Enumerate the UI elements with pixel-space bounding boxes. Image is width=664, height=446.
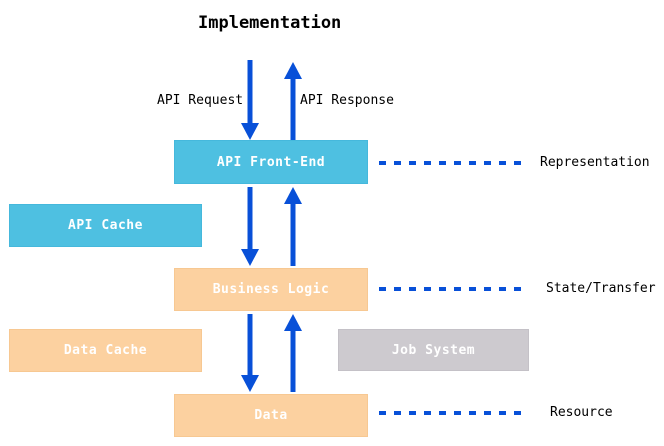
api-request-arrow bbox=[241, 60, 259, 140]
resource-label: Resource bbox=[550, 405, 613, 420]
front-end-to-logic-arrow bbox=[241, 187, 259, 266]
data-box-label: Data bbox=[254, 408, 288, 423]
business-logic-box: Business Logic bbox=[174, 268, 368, 311]
state-transfer-label: State/Transfer bbox=[546, 281, 656, 296]
job-system-box-label: Job System bbox=[391, 342, 476, 358]
resource-dashed-line bbox=[379, 411, 524, 415]
arrow-head bbox=[284, 187, 302, 204]
api-cache-box-label: API Cache bbox=[68, 218, 143, 233]
diagram-title: Implementation bbox=[198, 13, 342, 33]
data-cache-box-label: Data Cache bbox=[63, 343, 148, 358]
arrow-head bbox=[241, 375, 259, 392]
api-response-arrow bbox=[284, 62, 302, 140]
api-request-label: API Request bbox=[157, 93, 244, 108]
arrow-head bbox=[284, 62, 302, 79]
job-system-box: Job System bbox=[338, 329, 529, 371]
business-logic-box-label: Business Logic bbox=[212, 282, 330, 297]
data-to-logic-arrow bbox=[284, 314, 302, 392]
arrow-shaft bbox=[290, 328, 296, 392]
arrow-shaft bbox=[247, 187, 253, 252]
api-front-end-box: API Front-End bbox=[174, 140, 368, 184]
arrow-shaft bbox=[290, 201, 296, 266]
representation-label: Representation bbox=[540, 155, 650, 170]
arrow-head bbox=[241, 249, 259, 266]
arrow-head bbox=[241, 123, 259, 140]
arrow-shaft bbox=[247, 314, 253, 378]
api-response-label: API Response bbox=[300, 93, 394, 108]
arrow-shaft bbox=[290, 76, 296, 140]
arrow-head bbox=[284, 314, 302, 331]
arrow-shaft bbox=[247, 60, 253, 126]
logic-to-data-arrow bbox=[241, 314, 259, 392]
data-box: Data bbox=[174, 394, 368, 437]
data-cache-box: Data Cache bbox=[9, 329, 202, 372]
representation-dashed-line bbox=[379, 161, 524, 165]
api-cache-box: API Cache bbox=[9, 204, 202, 247]
api-front-end-box-label: API Front-End bbox=[216, 154, 326, 170]
logic-to-front-end-arrow bbox=[284, 187, 302, 266]
state-transfer-dashed-line bbox=[379, 287, 524, 291]
